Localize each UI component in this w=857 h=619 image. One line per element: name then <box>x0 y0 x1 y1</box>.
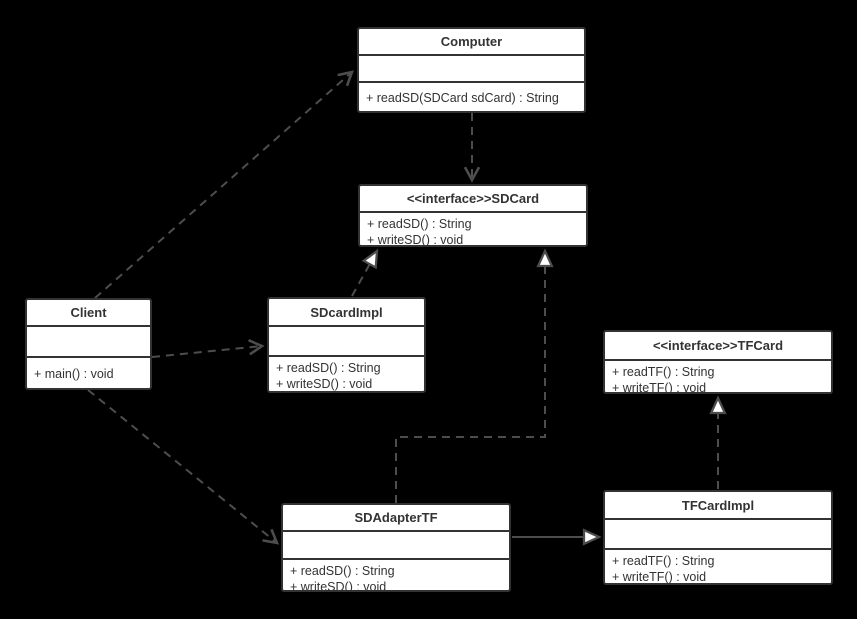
interface-tfcard: <<interface>>TFCard + readTF() : String … <box>603 330 833 394</box>
class-sdadaptertf: SDAdapterTF + readSD() : String + writeS… <box>281 503 511 592</box>
class-computer-title: Computer <box>359 29 584 56</box>
class-sdcardimpl-methods: + readSD() : String + writeSD() : void <box>269 357 424 391</box>
method-entry: + readSD(SDCard sdCard) : String <box>366 90 559 105</box>
edge-sdcardimpl-sdcard-realization <box>351 251 377 297</box>
edge-client-sdcardimpl-dependency <box>151 346 262 358</box>
edge-client-computer-dependency <box>94 72 352 299</box>
interface-sdcard-title: <<interface>>SDCard <box>360 186 586 213</box>
class-sdcardimpl-title: SDcardImpl <box>269 299 424 327</box>
class-client-title: Client <box>27 300 150 327</box>
class-tfcardimpl-attributes-empty <box>605 520 831 550</box>
class-sdadaptertf-attributes-empty <box>283 532 509 560</box>
class-client-attributes-empty <box>27 327 150 358</box>
method-entry: + main() : void <box>34 366 114 381</box>
interface-tfcard-title: <<interface>>TFCard <box>605 332 831 361</box>
method-entry: + readSD() : String <box>290 564 395 578</box>
method-entry: + readSD() : String <box>367 217 472 231</box>
class-tfcardimpl: TFCardImpl + readTF() : String + writeTF… <box>603 490 833 585</box>
edge-client-sdadaptertf-dependency <box>87 389 277 543</box>
class-sdadaptertf-title: SDAdapterTF <box>283 505 509 532</box>
class-tfcardimpl-title: TFCardImpl <box>605 492 831 520</box>
method-entry: + writeTF() : void <box>612 570 707 583</box>
class-client: Client + main() : void <box>25 298 152 390</box>
interface-sdcard-methods: + readSD() : String + writeSD() : void <box>360 213 586 245</box>
method-entry: + readSD() : String <box>276 361 381 375</box>
edge-sdadaptertf-sdcard-realization <box>395 251 545 503</box>
class-tfcardimpl-methods: + readTF() : String + writeTF() : void <box>605 550 831 583</box>
method-entry: + writeSD() : void <box>367 233 464 245</box>
method-entry: + writeTF() : void <box>612 381 707 392</box>
class-computer-methods: + readSD(SDCard sdCard) : String <box>359 83 584 111</box>
interface-tfcard-methods: + readTF() : String + writeTF() : void <box>605 361 831 392</box>
class-sdadaptertf-methods: + readSD() : String + writeSD() : void <box>283 560 509 590</box>
method-entry: + writeSD() : void <box>290 580 387 590</box>
class-client-methods: + main() : void <box>27 358 150 388</box>
interface-sdcard: <<interface>>SDCard + readSD() : String … <box>358 184 588 247</box>
class-computer-attributes-empty <box>359 56 584 83</box>
class-sdcardimpl: SDcardImpl + readSD() : String + writeSD… <box>267 297 426 393</box>
method-entry: + writeSD() : void <box>276 377 373 391</box>
class-sdcardimpl-attributes-empty <box>269 327 424 357</box>
class-computer: Computer + readSD(SDCard sdCard) : Strin… <box>357 27 586 113</box>
method-entry: + readTF() : String <box>612 365 715 379</box>
method-entry: + readTF() : String <box>612 554 715 568</box>
